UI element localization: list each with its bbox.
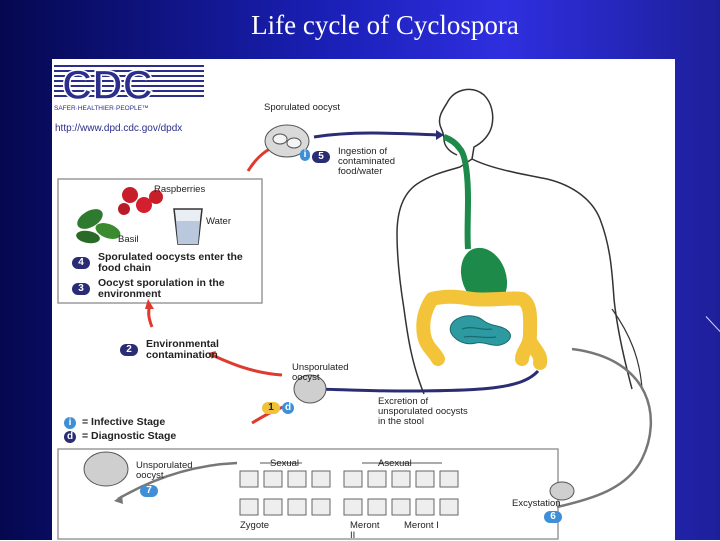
label-step-3: Oocyst sporulation in the environment (98, 277, 225, 301)
food-chain-box (57, 178, 263, 304)
legend-diagnostic-label: = Diagnostic Stage (82, 430, 177, 442)
cdc-tagline: SAFER·HEALTHIER·PEOPLE™ (54, 105, 149, 112)
developmental-stages-strip (239, 470, 459, 516)
label-raspberries: Raspberries (154, 184, 206, 195)
badge-step-1: 1 (262, 402, 280, 414)
label-step-2: Environmental contamination (146, 338, 219, 362)
label-meront-1: Meront I (404, 520, 439, 531)
badge-step-3: 3 (72, 283, 90, 295)
label-water: Water (206, 216, 231, 227)
badge-step-4: 4 (72, 257, 90, 269)
label-zygote: Zygote (240, 520, 270, 531)
label-excystation: Excystation (512, 498, 561, 509)
life-cycle-figure: CDC SAFER·HEALTHIER·PEOPLE™ http://www.d… (52, 59, 675, 540)
cdc-logo: CDC SAFER·HEALTHIER·PEOPLE™ (52, 59, 212, 113)
colon-end (523, 334, 548, 370)
legend-diagnostic-icon: d (64, 431, 76, 443)
legend-infective-icon: i (64, 417, 76, 429)
label-unsporulated-oocyst: Unsporulated oocyst (292, 362, 349, 383)
cdc-url: http://www.dpd.cdc.gov/dpdx (55, 123, 183, 134)
small-intestine (449, 315, 511, 346)
label-meront-2: Meront II (350, 520, 380, 541)
badge-diagnostic-step1: d (282, 402, 294, 414)
excystation-image (549, 481, 575, 501)
label-sporulated-oocyst: Sporulated oocyst (264, 102, 341, 113)
badge-step-5: 5 (312, 151, 330, 163)
badge-step-6: 6 (544, 511, 562, 523)
esophagus (442, 134, 472, 250)
unsporulated-oocyst-bottom-image (83, 451, 129, 487)
stomach (460, 247, 508, 307)
human-body-outline (396, 88, 633, 395)
label-step-4: Sporulated oocysts enter the food chain (98, 251, 243, 275)
water-glass-image (173, 208, 203, 245)
unsporulated-oocyst-image (293, 374, 327, 404)
basil-image (76, 209, 121, 244)
cdc-logo-text: CDC (62, 61, 153, 108)
label-ingestion: Ingestion of contaminated food/water (338, 146, 396, 177)
arrow-to-mouth (436, 130, 444, 140)
legend-infective-label: = Infective Stage (82, 416, 166, 428)
slide-title: Life cycle of Cyclospora (251, 10, 519, 40)
raspberries-image (118, 187, 163, 215)
label-asexual: Asexual (378, 458, 412, 469)
badge-step-7: 7 (140, 485, 158, 497)
badge-step-2: 2 (120, 344, 138, 356)
label-excretion: Excretion of unsporulated oocysts in the… (378, 396, 468, 427)
figure-canvas (52, 59, 675, 540)
label-sexual: Sexual (270, 458, 300, 469)
label-basil: Basil (118, 234, 139, 245)
badge-infective-step5: i (300, 149, 310, 161)
label-unsporulated-oocyst-bottom: Unsporulated oocyst (136, 460, 193, 481)
